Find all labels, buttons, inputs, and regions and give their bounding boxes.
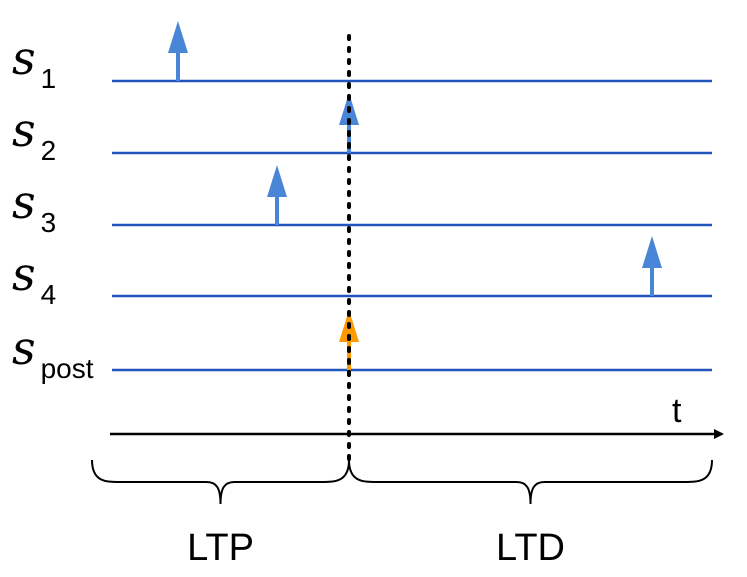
presynaptic-spike-arrow: [267, 165, 287, 225]
row-symbol: s: [12, 321, 36, 375]
ltp-brace: [91, 459, 350, 505]
row-symbol: s: [12, 175, 36, 229]
row-symbol: s: [12, 247, 36, 301]
presynaptic-spike-arrow: [642, 236, 662, 296]
spike-arrows: [168, 21, 662, 370]
time-axis-label: t: [672, 392, 682, 430]
row-subscript: 4: [41, 279, 57, 310]
row-subscript: 2: [41, 135, 57, 166]
presynaptic-spike-arrow: [168, 21, 188, 81]
row-subscript: 3: [41, 207, 57, 238]
row-symbol: s: [12, 103, 36, 157]
ltp-label: LTP: [187, 527, 254, 569]
spike-train-lines: [112, 79, 712, 372]
row-symbol: s: [12, 31, 36, 85]
row-subscript: post: [41, 353, 94, 384]
ltd-brace: [348, 459, 713, 505]
row-subscript: 1: [41, 63, 57, 94]
ltd-label: LTD: [496, 527, 565, 569]
